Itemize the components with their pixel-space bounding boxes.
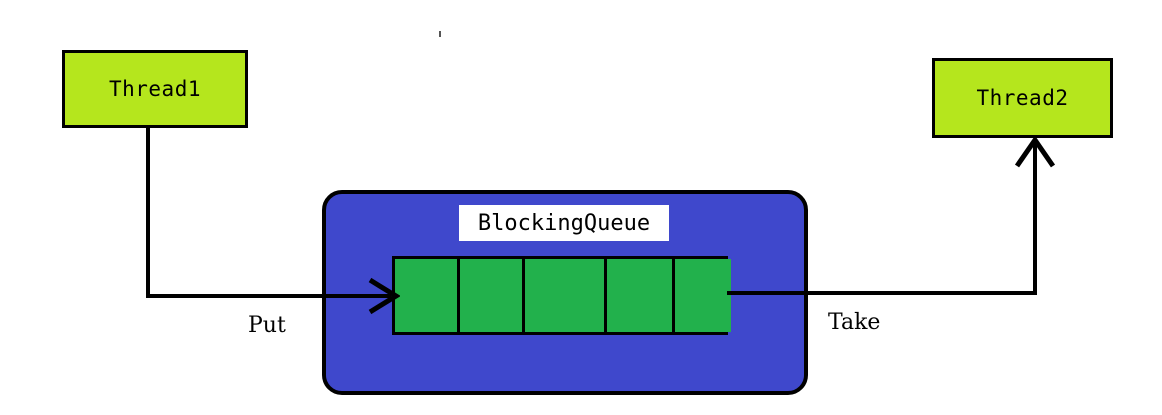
- arrow-right-icon: [366, 276, 401, 316]
- take-edge-vertical-segment: [1033, 140, 1037, 295]
- queue-cell: [460, 259, 525, 332]
- node-thread1[interactable]: Thread1: [62, 50, 248, 128]
- queue-cell: [525, 259, 607, 332]
- blocking-queue-title-label: BlockingQueue: [477, 210, 651, 236]
- queue-cell: [675, 259, 731, 332]
- node-thread1-label: Thread1: [108, 77, 201, 101]
- put-edge-horizontal-segment: [146, 294, 391, 298]
- queue-cell: [395, 259, 460, 332]
- blocking-queue-title-plate: BlockingQueue: [459, 205, 669, 241]
- arrow-up-icon: [1013, 135, 1057, 170]
- queue-cell-row: [392, 256, 731, 335]
- queue-cell: [607, 259, 675, 332]
- take-edge-horizontal-segment: [727, 291, 1037, 295]
- node-thread2[interactable]: Thread2: [932, 58, 1113, 138]
- put-edge-vertical-segment: [146, 128, 150, 298]
- node-thread2-label: Thread2: [976, 86, 1069, 110]
- take-edge-label: Take: [828, 310, 881, 335]
- scan-artifact-speck: [439, 31, 441, 37]
- put-edge-label: Put: [248, 313, 286, 338]
